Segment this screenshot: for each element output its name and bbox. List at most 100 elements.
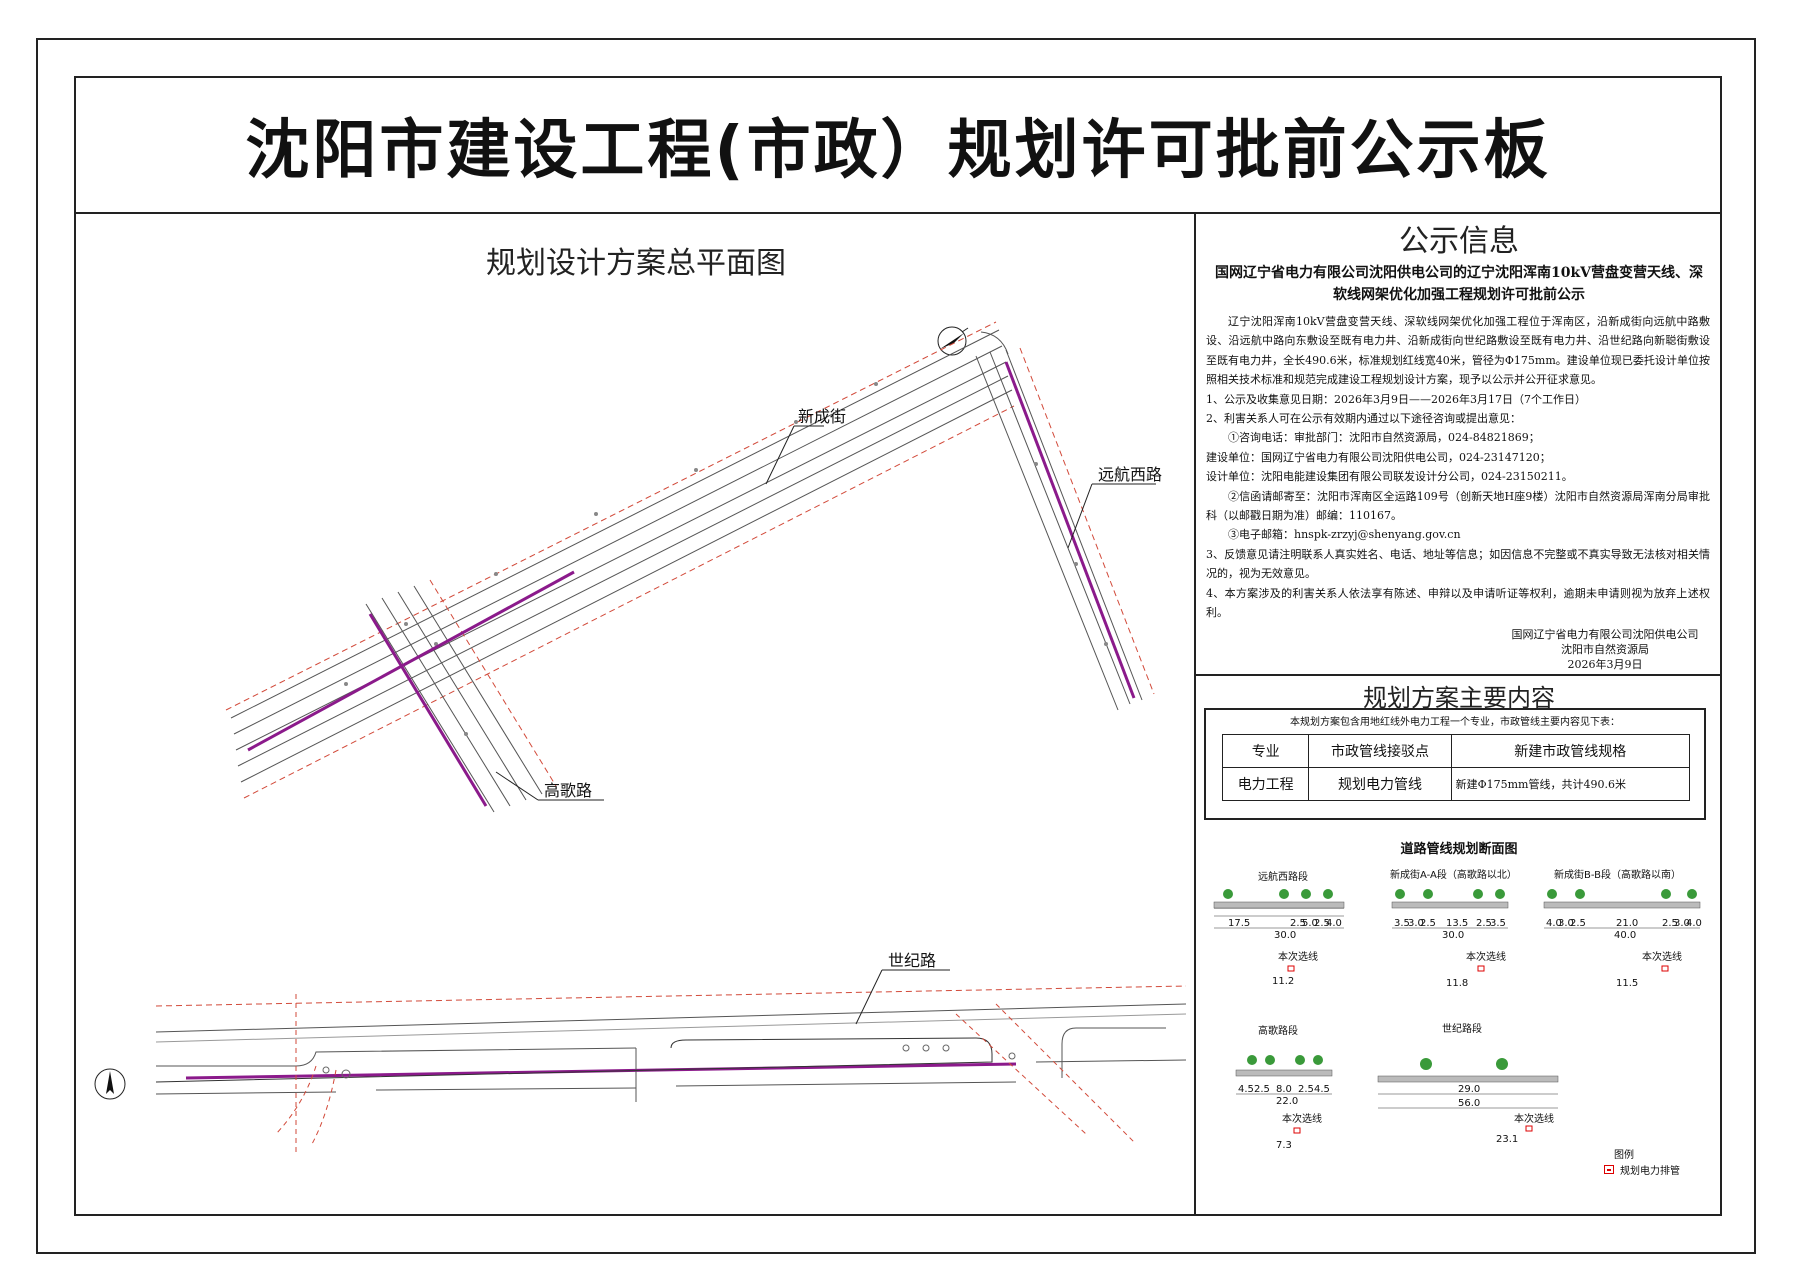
sign-org-2: 沈阳市自然资源局 bbox=[1561, 642, 1649, 656]
section-label: 新成街B-B段（高歌路以南） bbox=[1554, 868, 1681, 881]
cross-section-yuanhang: 远航西路段 17.5 2.5 5.0 2.5 4.0 30.0 本次选线 11.… bbox=[1213, 870, 1345, 987]
title-row: 沈阳市建设工程(市政）规划许可批前公示板 bbox=[76, 78, 1720, 214]
sign-date: 2026年3月9日 bbox=[1567, 657, 1643, 671]
gaogelu-road bbox=[365, 579, 557, 813]
label-shijilu: 世纪路 bbox=[855, 951, 950, 1025]
dim-label: 2.5 bbox=[1314, 918, 1330, 929]
table-cell: 规划电力管线 bbox=[1308, 767, 1452, 801]
content-title: 规划方案主要内容 bbox=[1363, 684, 1555, 712]
dim-label: 17.5 bbox=[1228, 918, 1250, 929]
xinchengjie-road bbox=[225, 321, 1015, 799]
content-note: 本规划方案包含用地红线外电力工程一个专业，市政管线主要内容见下表： bbox=[1290, 717, 1620, 728]
dim-label: 11.5 bbox=[1616, 978, 1638, 989]
dim-label: 4.0 bbox=[1546, 918, 1562, 929]
notice-item-2-4: ②信函请邮寄至：沈阳市浑南区全运路109号（创新天地H座9楼）沈阳市自然资源局浑… bbox=[1206, 489, 1710, 523]
dim-label: 7.3 bbox=[1276, 1140, 1292, 1151]
section-label: 世纪路段 bbox=[1442, 1022, 1482, 1035]
dim-label: 4.5 bbox=[1314, 1084, 1330, 1095]
dim-label: 2.5 bbox=[1420, 918, 1436, 929]
north-arrow-lower-icon bbox=[94, 1068, 126, 1100]
dim-label: 2.5 bbox=[1290, 918, 1306, 929]
dim-label: 2.5 bbox=[1570, 918, 1586, 929]
dim-label: 29.0 bbox=[1458, 1084, 1480, 1095]
road-details bbox=[344, 382, 1108, 736]
legend-item: 规划电力排管 bbox=[1604, 1162, 1680, 1177]
dim-label: 40.0 bbox=[1614, 930, 1636, 941]
dim-label: 2.5 bbox=[1662, 918, 1678, 929]
dim-label: 2.5 bbox=[1254, 1084, 1270, 1095]
dim-label: 4.0 bbox=[1686, 918, 1702, 929]
dim-label: 2.5 bbox=[1476, 918, 1492, 929]
dim-label: 30.0 bbox=[1274, 930, 1296, 941]
this-line-label: 本次选线 bbox=[1514, 1112, 1554, 1125]
dim-label: 56.0 bbox=[1458, 1098, 1480, 1109]
notice-title: 公示信息 bbox=[1399, 224, 1519, 259]
site-plan-drawing: 新成街 远航西路 高歌路 bbox=[94, 321, 1187, 1154]
table-header-row: 专业 市政管线接驳点 新建市政管线规格 bbox=[1221, 734, 1691, 768]
dim-label: 3.5 bbox=[1490, 918, 1506, 929]
dim-label: 5.0 bbox=[1302, 918, 1318, 929]
content-table: 专业 市政管线接驳点 新建市政管线规格 电力工程 规划电力管线 新建Φ175mm… bbox=[1221, 734, 1691, 801]
road-label-gaogelu: 高歌路 bbox=[544, 781, 592, 800]
this-line-label: 本次选线 bbox=[1466, 950, 1506, 963]
dim-label: 30.0 bbox=[1442, 930, 1464, 941]
dim-label: 4.5 bbox=[1238, 1084, 1254, 1095]
notice-item-1: 1、公示及收集意见日期：2026年3月9日——2026年3月17日（7个工作日） bbox=[1206, 392, 1586, 406]
section-label: 远航西路段 bbox=[1258, 870, 1308, 883]
shijilu-road bbox=[155, 985, 1187, 1154]
legend-title: 图例 bbox=[1614, 1150, 1634, 1161]
label-yuanhangxilu: 远航西路 bbox=[1067, 465, 1162, 549]
sign-org-1: 国网辽宁省电力有限公司沈阳供电公司 bbox=[1511, 627, 1699, 641]
notice-heading: 国网辽宁省电力有限公司沈阳供电公司的辽宁沈阳浑南10kV营盘变营天线、深软线网架… bbox=[1214, 265, 1704, 303]
this-line-label: 本次选线 bbox=[1642, 950, 1682, 963]
plan-panel: 规划设计方案总平面图 bbox=[76, 214, 1196, 1216]
info-panel: 公示信息 国网辽宁省电力有限公司沈阳供电公司的辽宁沈阳浑南10kV营盘变营天线、… bbox=[1196, 214, 1722, 1216]
road-label-yuanhangxilu: 远航西路 bbox=[1098, 465, 1162, 484]
table-cell: 新建Φ175mm管线，共计490.6米 bbox=[1450, 767, 1691, 801]
dim-label: 11.8 bbox=[1446, 978, 1468, 989]
shijilu-details bbox=[322, 1044, 1016, 1079]
road-label-shijilu: 世纪路 bbox=[888, 951, 936, 970]
notice-item-2-5: ③电子邮箱：hnspk-zrzyj@shenyang.gov.cn bbox=[1228, 528, 1461, 542]
cross-section-shiji: 世纪路段 29.0 56.0 本次选线 23.1 bbox=[1377, 1022, 1559, 1145]
dim-label: 8.0 bbox=[1276, 1084, 1292, 1095]
table-row: 电力工程 规划电力管线 新建Φ175mm管线，共计490.6米 bbox=[1221, 767, 1691, 801]
table-header: 市政管线接驳点 bbox=[1308, 734, 1452, 768]
board-frame: 沈阳市建设工程(市政）规划许可批前公示板 规划设计方案总平面图 bbox=[74, 76, 1722, 1216]
plan-content-box: 规划方案主要内容 本规划方案包含用地红线外电力工程一个专业，市政管线主要内容见下… bbox=[1196, 676, 1722, 1216]
dim-label: 22.0 bbox=[1276, 1096, 1298, 1107]
dim-label: 21.0 bbox=[1616, 918, 1638, 929]
notice-item-2-3: 设计单位：沈阳电能建设集团有限公司联发设计分公司，024-23150211。 bbox=[1206, 470, 1573, 484]
north-arrow-icon bbox=[937, 326, 969, 356]
dim-label: 3.5 bbox=[1394, 918, 1410, 929]
section-label: 新成街A-A段（高歌路以北） bbox=[1390, 868, 1517, 881]
cross-section-xincheng-a: 新成街A-A段（高歌路以北） 3.5 3.0 2.5 13.5 2.5 3.5 … bbox=[1390, 868, 1517, 989]
notice-body: 辽宁沈阳浑南10kV营盘变营天线、深软线网架优化加强工程位于浑南区，沿新成街向远… bbox=[1196, 306, 1722, 623]
notice-item-2-1: ①咨询电话：审批部门：沈阳市自然资源局，024-84821869； bbox=[1228, 431, 1540, 445]
dim-label: 23.1 bbox=[1496, 1134, 1518, 1145]
dim-label: 3.0 bbox=[1408, 918, 1424, 929]
notice-box: 公示信息 国网辽宁省电力有限公司沈阳供电公司的辽宁沈阳浑南10kV营盘变营天线、… bbox=[1196, 214, 1722, 676]
board-title: 沈阳市建设工程(市政）规划许可批前公示板 bbox=[245, 114, 1551, 188]
dim-label: 4.0 bbox=[1326, 918, 1342, 929]
legend-label: 规划电力排管 bbox=[1620, 1166, 1680, 1177]
label-gaogelu: 高歌路 bbox=[495, 771, 604, 801]
dim-label: 3.0 bbox=[1558, 918, 1574, 929]
this-line-label: 本次选线 bbox=[1282, 1112, 1322, 1125]
notice-item-3: 3、反馈意见请注明联系人真实姓名、电话、地址等信息；如因信息不完整或不真实导致无… bbox=[1206, 547, 1710, 581]
dim-label: 11.2 bbox=[1272, 976, 1294, 987]
outer-frame bbox=[36, 38, 1756, 1254]
table-cell: 电力工程 bbox=[1221, 767, 1310, 801]
notice-item-2-2: 建设单位：国网辽宁省电力有限公司沈阳供电公司，024-23147120； bbox=[1206, 450, 1551, 464]
cross-section-drawings: 远航西路段 17.5 2.5 5.0 2.5 4.0 30.0 本次选线 11.… bbox=[1213, 868, 1702, 1151]
label-xinchengjie: 新成街 bbox=[765, 407, 846, 485]
notice-signature: 国网辽宁省电力有限公司沈阳供电公司 沈阳市自然资源局 2026年3月9日 bbox=[1196, 623, 1722, 672]
cross-section-gaoge: 高歌路段 4.5 2.5 8.0 2.5 4.5 22.0 本次选线 7.3 bbox=[1235, 1024, 1333, 1151]
section-label: 高歌路段 bbox=[1258, 1024, 1298, 1037]
dim-label: 3.0 bbox=[1674, 918, 1690, 929]
road-label-xinchengjie: 新成街 bbox=[798, 407, 846, 426]
cross-section-xincheng-b: 新成街B-B段（高歌路以南） 4.0 3.0 2.5 21.0 2.5 3.0 … bbox=[1543, 868, 1702, 989]
sections-title: 道路管线规划断面图 bbox=[1400, 842, 1518, 857]
this-line-label: 本次选线 bbox=[1278, 950, 1318, 963]
notice-item-2: 2、利害关系人可在公示有效期内通过以下途径咨询或提出意见： bbox=[1206, 412, 1521, 426]
